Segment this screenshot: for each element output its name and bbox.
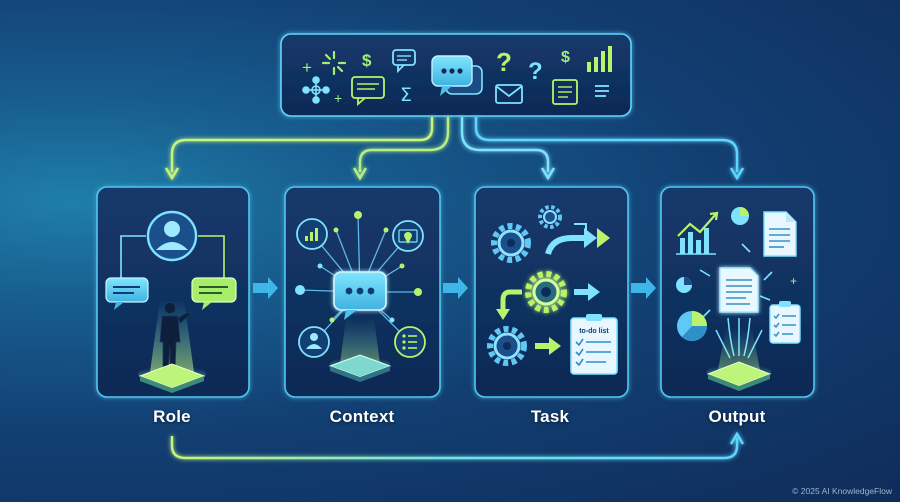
- gear-icon-small-top: [538, 205, 562, 229]
- plus-symbol-3: +: [790, 274, 797, 288]
- sparkle-icon: [321, 50, 347, 76]
- sigma-symbol: Σ: [400, 84, 412, 106]
- arrow-role-to-context: [253, 277, 278, 299]
- stage-label-role: Role: [153, 407, 191, 426]
- envelope-icon: [495, 84, 523, 104]
- plus-symbol-2: +: [334, 90, 342, 106]
- document-icon: [552, 79, 578, 105]
- map-pin-circle-icon: [392, 220, 424, 252]
- arrow-task-to-output: [631, 277, 656, 299]
- context-chat-bubble-icon: [333, 271, 387, 320]
- network-icon: [302, 76, 330, 104]
- speech-bubble-left-icon: [105, 277, 149, 310]
- top-symbols: + $ +: [302, 46, 612, 106]
- todo-list-label: to-do list: [579, 328, 609, 335]
- stage-label-task: Task: [530, 407, 570, 426]
- plus-symbol: +: [302, 58, 312, 77]
- return-arrow-icon: [496, 289, 522, 320]
- pie-chart-icon-left: [676, 277, 692, 293]
- list-circle-icon: [394, 326, 426, 358]
- context-nodes: [295, 211, 422, 323]
- role-panel: [96, 186, 250, 398]
- document-icon-large: [763, 211, 797, 257]
- right-arrow-icon: [574, 283, 600, 301]
- context-panel: [284, 186, 441, 398]
- copyright-footer: © 2025 AI KnowledgeFlow: [792, 486, 892, 496]
- arrow-context-to-task: [443, 277, 468, 299]
- stage-label-output: Output: [708, 407, 766, 426]
- message-icon: [351, 76, 385, 106]
- glowing-platform-icon: [706, 361, 772, 391]
- forward-arrow-icon: [545, 223, 610, 255]
- todo-list-icon: [570, 314, 618, 375]
- flow-connectors: [164, 117, 745, 460]
- pie-chart-icon-small: [731, 207, 749, 225]
- stage-arrows: [253, 277, 656, 299]
- list-lines-icon: [595, 85, 609, 97]
- glowing-platform-icon: [328, 354, 392, 382]
- glowing-platform-icon: [138, 363, 206, 393]
- bar-chart-circle-icon: [296, 218, 328, 250]
- stage-label-context: Context: [329, 407, 395, 426]
- dollar-symbol: $: [362, 51, 372, 70]
- right-arrow-icon-2: [535, 337, 561, 355]
- speech-bubble-right-icon: [191, 277, 237, 310]
- question-symbol: ?: [496, 47, 512, 77]
- bar-chart-icon: [587, 46, 612, 72]
- chat-icon-small: [392, 49, 416, 74]
- output-panel: +: [660, 186, 815, 398]
- top-symbol-panel: + $ +: [280, 33, 632, 117]
- user-avatar-icon: [146, 210, 198, 262]
- user-circle-icon: [298, 326, 330, 358]
- gear-icon-large-bottom: [487, 326, 527, 366]
- central-document-icon: [719, 267, 759, 313]
- person-figure-icon: [159, 302, 191, 373]
- gear-icon-highlight: [525, 271, 567, 313]
- dollar-symbol-2: $: [561, 49, 570, 66]
- pie-chart-icon-large: [677, 311, 707, 341]
- gear-icon-large-top: [491, 223, 531, 263]
- central-chat-icon: [431, 55, 483, 96]
- question-symbol-2: ?: [528, 58, 543, 85]
- task-panel: to-do list: [474, 186, 629, 398]
- clipboard-checklist-icon: [769, 301, 801, 344]
- line-bar-chart-icon: [676, 211, 719, 255]
